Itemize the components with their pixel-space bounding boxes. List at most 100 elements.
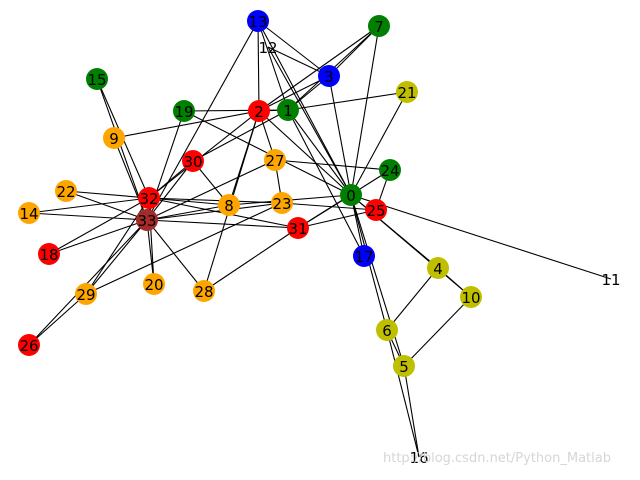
node-label: 18 — [39, 246, 58, 264]
node-label: 8 — [224, 197, 234, 215]
node-circle — [379, 159, 401, 181]
node-label: 32 — [139, 190, 158, 208]
edge-2-32 — [148, 110, 260, 199]
node-circle — [218, 194, 240, 216]
node-18: 18 — [38, 243, 60, 265]
node-circle — [18, 334, 40, 356]
node-30: 30 — [182, 150, 204, 172]
node-10: 10 — [460, 286, 482, 308]
edge-6-16 — [386, 329, 420, 458]
edge-3-12 — [267, 46, 330, 77]
node-circle — [264, 149, 286, 171]
edge-1-13 — [257, 20, 289, 111]
edge-24-27 — [274, 159, 391, 171]
node-label: 6 — [382, 322, 392, 340]
node-label: 4 — [433, 260, 443, 278]
node-circle — [368, 15, 390, 37]
node-21: 21 — [396, 81, 418, 103]
node-14: 14 — [18, 202, 40, 224]
watermark: http://blog.csdn.net/Python_Matlab — [383, 451, 611, 466]
node-circle — [138, 187, 160, 209]
node-29: 29 — [75, 283, 97, 305]
node-label: 12 — [258, 39, 277, 57]
edge-30-33 — [146, 160, 194, 221]
node-circle — [247, 10, 269, 32]
edge-22-32 — [65, 190, 150, 199]
node-label: 30 — [183, 153, 202, 171]
node-circle — [277, 99, 299, 121]
edge-28-31 — [203, 227, 299, 292]
node-24: 24 — [379, 159, 401, 181]
node-layer: 0123456789101112131415161718192021222324… — [18, 10, 621, 467]
node-circle — [248, 100, 270, 122]
edge-0-5 — [350, 194, 405, 367]
node-circle — [75, 283, 97, 305]
node-20: 20 — [143, 273, 165, 295]
node-label: 1 — [283, 102, 293, 120]
node-19: 19 — [173, 100, 195, 122]
edge-29-33 — [85, 219, 148, 295]
edge-27-33 — [146, 159, 276, 221]
node-23: 23 — [271, 192, 293, 214]
edge-0-21 — [350, 91, 408, 196]
node-label: 31 — [288, 220, 307, 238]
node-label: 24 — [380, 162, 399, 180]
edge-5-16 — [403, 365, 420, 458]
edge-0-1 — [287, 109, 352, 196]
node-label: 28 — [194, 283, 213, 301]
node-label: 22 — [56, 183, 75, 201]
edge-13-33 — [146, 20, 259, 221]
node-label: 29 — [76, 286, 95, 304]
node-label: 33 — [137, 212, 156, 230]
node-circle — [55, 180, 77, 202]
node-9: 9 — [103, 127, 125, 149]
node-1: 1 — [277, 99, 299, 121]
edge-26-29 — [28, 293, 87, 346]
node-6: 6 — [376, 319, 398, 341]
node-4: 4 — [427, 257, 449, 279]
edge-23-32 — [148, 197, 283, 204]
edge-1-17 — [287, 109, 365, 257]
node-circle — [353, 245, 375, 267]
edge-3-7 — [328, 25, 380, 77]
node-label: 9 — [109, 130, 119, 148]
edge-1-30 — [192, 109, 289, 162]
edge-14-32 — [28, 197, 150, 214]
node-circle — [393, 355, 415, 377]
edge-28-33 — [146, 219, 205, 292]
edge-1-21 — [287, 91, 408, 111]
node-7: 7 — [368, 15, 390, 37]
edge-8-32 — [148, 197, 230, 206]
node-circle — [136, 209, 158, 231]
node-label: 26 — [19, 337, 38, 355]
node-label: 14 — [19, 205, 38, 223]
edge-2-13 — [257, 20, 260, 112]
node-label: 27 — [265, 152, 284, 170]
node-15: 15 — [86, 68, 108, 90]
node-circle — [318, 65, 340, 87]
node-label: 25 — [366, 202, 385, 220]
edge-0-11 — [350, 194, 612, 280]
node-17: 17 — [353, 245, 375, 267]
node-32: 32 — [138, 187, 160, 209]
node-circle — [271, 192, 293, 214]
edge-14-33 — [28, 212, 148, 221]
node-label: 7 — [374, 18, 384, 36]
node-16: 16 — [409, 449, 428, 467]
edge-4-6 — [386, 267, 439, 331]
node-circle — [86, 68, 108, 90]
edge-layer — [28, 20, 612, 458]
node-26: 26 — [18, 334, 40, 356]
edge-5-10 — [403, 296, 472, 367]
edge-0-12 — [267, 46, 352, 196]
node-circle — [340, 184, 362, 206]
node-label: 5 — [399, 358, 409, 376]
edge-25-31 — [297, 209, 377, 229]
node-12: 12 — [258, 39, 277, 57]
edge-0-2 — [258, 110, 352, 196]
node-circle — [427, 257, 449, 279]
node-circle — [460, 286, 482, 308]
node-label: 11 — [601, 271, 620, 289]
edge-1-19 — [183, 109, 289, 112]
